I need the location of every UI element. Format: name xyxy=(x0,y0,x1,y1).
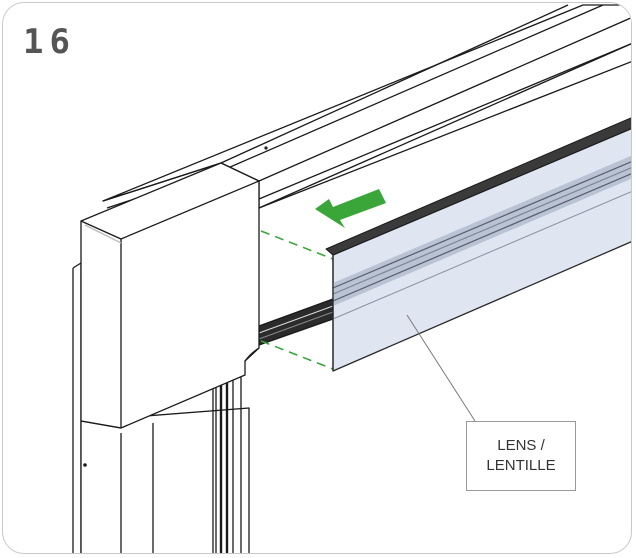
assembly-drawing xyxy=(72,4,631,553)
leader-line xyxy=(406,314,476,422)
corner-cap xyxy=(80,162,260,429)
left-post xyxy=(72,262,250,553)
lens xyxy=(325,117,631,372)
guide-lines xyxy=(260,230,334,370)
insert-arrow-icon xyxy=(315,189,386,228)
callout-label-en: LENS / xyxy=(497,436,545,454)
lens-callout: LENS / LENTILLE xyxy=(466,421,576,491)
callout-label-fr: LENTILLE xyxy=(486,457,556,474)
step-frame: 16 LENS / LENTILLE xyxy=(2,2,632,554)
guide-channel xyxy=(258,298,334,346)
step-number: 16 xyxy=(23,22,76,62)
